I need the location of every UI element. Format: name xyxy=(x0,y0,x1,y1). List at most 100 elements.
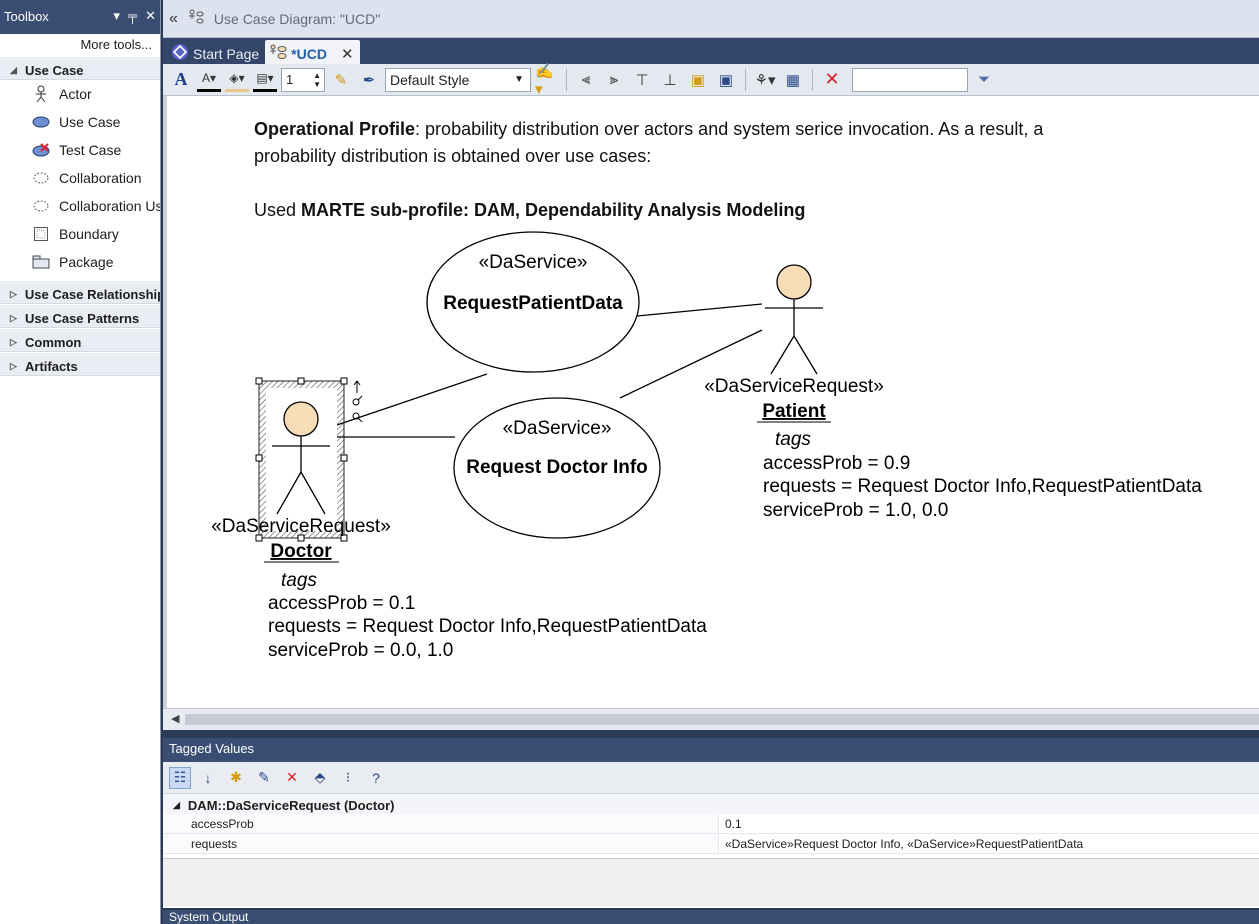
association-patient-requestpatientdata[interactable] xyxy=(636,303,763,317)
association-doctor-requestpatientdata[interactable] xyxy=(333,373,488,427)
use-case-stereotype: «DaService» xyxy=(503,418,612,439)
operational-profile-note[interactable]: Operational Profile: probability distrib… xyxy=(254,119,1044,166)
actor-name: Patient xyxy=(762,401,826,422)
toolbox-item-collaboration[interactable]: Collaboration xyxy=(0,164,160,192)
toolbox-group-artifacts[interactable]: ▷ Artifacts xyxy=(0,352,160,376)
toolbox-item-use-case[interactable]: Use Case xyxy=(0,108,160,136)
tag-serviceprob: serviceProb = 0.0, 1.0 xyxy=(268,640,453,661)
toolbox-title-bar: Toolbox ▾ ╤ ✕ xyxy=(0,0,160,34)
use-case-stereotype: «DaService» xyxy=(479,252,588,273)
edit-tag-icon[interactable]: ✎ xyxy=(258,769,270,785)
line-width-stepper[interactable]: 1 ▲▼ xyxy=(281,67,325,92)
diagram-canvas[interactable]: Operational Profile: probability distrib… xyxy=(163,96,1259,708)
font-color-icon[interactable]: A▾ xyxy=(197,68,221,92)
line-color-icon[interactable]: ▤▾ xyxy=(253,68,277,92)
collaboration-icon xyxy=(32,169,50,187)
tab-start-page[interactable]: Start Page xyxy=(167,40,265,64)
actor-name: Doctor xyxy=(270,541,332,562)
use-case-requestpatientdata[interactable]: «DaService» RequestPatientData xyxy=(426,231,640,373)
start-page-icon xyxy=(171,43,189,64)
filter-icon[interactable]: ⏷ xyxy=(977,71,990,88)
tab-ucd[interactable]: *UCD ✕ xyxy=(265,40,360,64)
sort-alpha-icon[interactable]: ↓ xyxy=(204,769,212,786)
toolbox-group-use-case[interactable]: ◢ Use Case xyxy=(0,56,160,80)
format-painter-icon[interactable]: ✎ xyxy=(334,71,348,89)
diagram-toolbar: A A▾ ◈▾ ▤▾ 1 ▲▼ ✎ ✒ Default Style ▼ ✍▾ ⫷… xyxy=(163,62,1259,98)
toolbox-item-test-case[interactable]: Test Case xyxy=(0,136,160,164)
tag-notes-area[interactable] xyxy=(163,858,1259,906)
actor-doctor[interactable]: «DaServiceRequest» Doctor tags accessPro… xyxy=(211,377,707,661)
selection-handles[interactable] xyxy=(255,377,348,542)
align-center-icon[interactable]: ⫸ xyxy=(609,71,619,88)
tagged-value-row[interactable]: requests «DaService»Request Doctor Info,… xyxy=(163,834,1259,854)
system-output-title: System Output xyxy=(163,910,1259,924)
tagged-value-row[interactable]: accessProb 0.1 xyxy=(163,814,1259,834)
stepper-arrows-icon[interactable]: ▲▼ xyxy=(313,70,321,89)
expanded-arrow-icon: ◢ xyxy=(173,799,180,810)
collaboration-use-icon xyxy=(32,197,50,215)
diagram-title: Use Case Diagram: "UCD" xyxy=(213,10,381,27)
tagged-values-toolbar: ☷ ↓ ✱ ✎ ✕ ⬘ ⁝ ? xyxy=(163,762,1259,794)
collapsed-arrow-icon: ▷ xyxy=(10,360,17,371)
pin-icon[interactable]: ╤ xyxy=(127,8,138,23)
toolbox-item-collaboration-use[interactable]: Collaboration Use xyxy=(0,192,160,220)
use-case-request-doctor-info[interactable]: «DaService» Request Doctor Info xyxy=(453,397,661,539)
delete-tag-icon[interactable]: ✕ xyxy=(286,769,298,785)
tag-accessprob: accessProb = 0.9 xyxy=(763,453,910,474)
eyedropper-icon[interactable]: ✒ xyxy=(362,71,376,89)
collapsed-arrow-icon: ▷ xyxy=(10,288,17,299)
help-icon[interactable]: ? xyxy=(372,769,380,786)
align-left-icon[interactable]: ⫷ xyxy=(581,71,591,88)
scrollbar-thumb[interactable] xyxy=(185,714,1259,725)
categorized-icon[interactable]: ☷ xyxy=(169,766,191,789)
inherited-icon[interactable]: ⁝ xyxy=(345,769,351,785)
scroll-left-icon[interactable]: ◀ xyxy=(171,713,180,725)
delete-icon[interactable]: ✕ xyxy=(824,69,840,89)
align-bottom-icon[interactable]: ⊥ xyxy=(663,71,677,89)
close-icon[interactable]: ✕ xyxy=(145,8,156,23)
tag-requests: requests = Request Doctor Info,RequestPa… xyxy=(268,616,707,637)
toolbox-title: Toolbox xyxy=(4,9,49,24)
apply-style-icon[interactable]: ✍▾ xyxy=(535,62,554,98)
send-to-back-icon[interactable]: ▣ xyxy=(718,71,734,89)
properties-icon[interactable]: ▦ xyxy=(785,71,801,89)
tagged-values-title: Tagged Values xyxy=(163,738,1259,762)
quick-linker[interactable] xyxy=(352,380,363,423)
toolbox-group-use-case-relationships[interactable]: ▷ Use Case Relationships xyxy=(0,280,160,304)
collapse-toolbox-icon[interactable]: « xyxy=(169,9,178,27)
expanded-arrow-icon: ◢ xyxy=(10,64,17,75)
toolbox-group-common[interactable]: ▷ Common xyxy=(0,328,160,352)
toolbox-item-boundary[interactable]: Boundary xyxy=(0,220,160,248)
fill-color-icon[interactable]: ◈▾ xyxy=(225,68,249,92)
font-icon[interactable]: A xyxy=(174,69,188,89)
horizontal-scrollbar[interactable]: ◀ xyxy=(163,708,1259,730)
actor-icon xyxy=(32,85,50,103)
layout-icon[interactable]: ⚘▾ xyxy=(754,71,776,89)
tag-icon[interactable]: ⬘ xyxy=(314,769,326,785)
tag-serviceprob: serviceProb = 1.0, 0.0 xyxy=(763,500,948,521)
marte-note[interactable]: Used MARTE sub-profile: DAM, Dependabili… xyxy=(254,200,806,220)
actor-patient[interactable]: «DaServiceRequest» Patient tags accessPr… xyxy=(704,264,1202,521)
quick-link-search-icon xyxy=(352,412,360,420)
document-tabs: Start Page *UCD ✕ xyxy=(163,38,1259,64)
uml-diagram: «DaService» RequestPatientData «DaServic… xyxy=(211,231,1202,661)
new-tag-icon[interactable]: ✱ xyxy=(230,769,242,785)
dropdown-icon[interactable]: ▾ xyxy=(113,8,120,23)
align-top-icon[interactable]: ⊤ xyxy=(635,71,649,89)
bring-to-front-icon[interactable]: ▣ xyxy=(690,71,706,89)
tag-requests: requests = Request Doctor Info,RequestPa… xyxy=(763,476,1202,497)
toolbox-group-use-case-patterns[interactable]: ▷ Use Case Patterns xyxy=(0,304,160,328)
more-tools-button[interactable]: More tools... xyxy=(0,34,160,56)
toolbox-item-actor[interactable]: Actor xyxy=(0,80,160,108)
collapsed-arrow-icon: ▷ xyxy=(10,336,17,347)
style-select[interactable]: Default Style ▼ xyxy=(385,67,531,92)
quick-link-arrowhead-icon xyxy=(353,380,361,386)
toolbox-item-package[interactable]: Package xyxy=(0,248,160,276)
toolbar-search-input[interactable] xyxy=(852,67,968,92)
collapsed-arrow-icon: ▷ xyxy=(10,312,17,323)
tagged-values-group[interactable]: ◢ DAM::DaServiceRequest (Doctor) xyxy=(163,794,1259,814)
diagram-window: « Use Case Diagram: "UCD" Start Page *UC… xyxy=(163,0,1259,924)
association-patient-requestdoctorinfo[interactable] xyxy=(619,329,763,399)
close-tab-icon[interactable]: ✕ xyxy=(340,45,354,63)
test-case-icon xyxy=(32,141,50,159)
